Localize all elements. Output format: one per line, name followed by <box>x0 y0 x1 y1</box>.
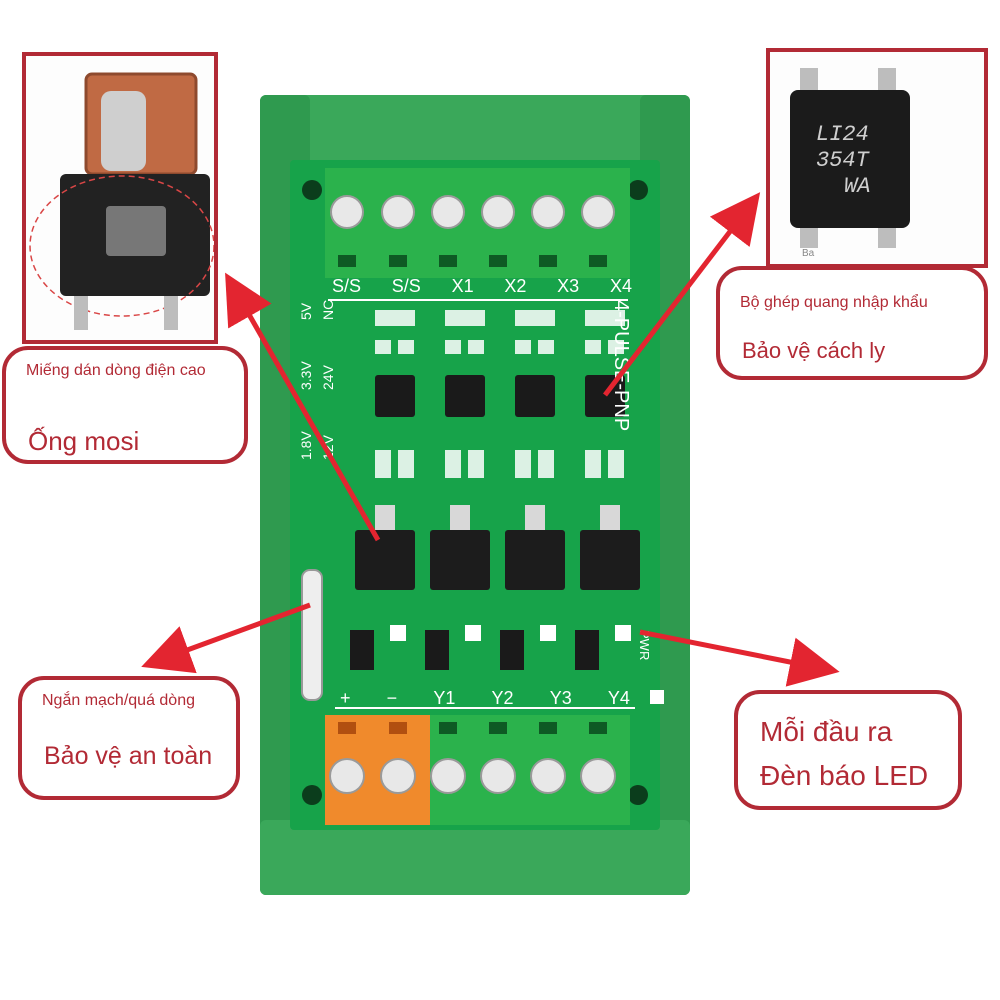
input-label-x1: X1 <box>451 276 474 296</box>
input-labels: S/S S/S X1 X2 X3 X4 <box>332 276 632 300</box>
callout-optocoupler-subtitle: Bộ ghép quang nhập khẩu <box>740 294 928 311</box>
output-labels: + − Y1 Y2 Y3 Y4 <box>340 688 630 712</box>
mosfet-illustration <box>29 72 214 330</box>
arrow-optocoupler <box>603 192 761 397</box>
callout-led: Mỗi đầu ra Đèn báo LED <box>734 690 962 810</box>
arrow-led <box>639 629 840 687</box>
input-label-x4: X4 <box>609 276 632 296</box>
callout-fuse: Ngắn mạch/quá dòng Bảo vệ an toàn <box>18 676 240 800</box>
input-label-x2: X2 <box>504 276 527 296</box>
callout-optocoupler-title: Bảo vệ cách ly <box>742 338 886 363</box>
output-label-y2: Y2 <box>491 688 514 708</box>
callout-fuse-subtitle: Ngắn mạch/quá dòng <box>42 692 195 709</box>
output-label-y3: Y3 <box>549 688 572 708</box>
output-label-plus: + <box>340 688 351 708</box>
product-photo: S/S S/S X1 X2 X3 X4 + − Y1 Y2 Y3 Y4 5V N… <box>240 90 710 900</box>
arrow-mosfet <box>225 272 381 542</box>
mosfet-photo <box>22 52 218 344</box>
output-label-minus: − <box>386 688 398 708</box>
input-label-ss2: S/S <box>391 276 421 296</box>
callout-optocoupler: Bộ ghép quang nhập khẩu Bảo vệ cách ly <box>716 266 988 380</box>
callout-mosfet: Miếng dán dòng điện cao Ống mosi <box>2 346 248 464</box>
chip-small-text: Ba <box>802 248 815 259</box>
output-label-y1: Y1 <box>433 688 456 708</box>
chip-photo: LI24 354T WA Ba <box>766 48 988 268</box>
input-label-ss1: S/S <box>332 276 362 296</box>
chip-line2: 354T <box>816 148 869 173</box>
chip-illustration <box>790 68 910 248</box>
callout-led-line2: Đèn báo LED <box>760 760 929 791</box>
callout-mosfet-subtitle: Miếng dán dòng điện cao <box>26 362 206 379</box>
arrow-fuse <box>141 602 311 674</box>
callout-led-line1: Mỗi đầu ra <box>760 716 893 747</box>
callout-fuse-title: Bảo vệ an toàn <box>44 742 213 770</box>
board-illustration <box>260 95 690 895</box>
input-label-x3: X3 <box>557 276 580 296</box>
chip-line1: LI24 <box>816 122 869 147</box>
output-label-y4: Y4 <box>607 688 630 708</box>
callout-mosfet-title: Ống mosi <box>28 426 140 456</box>
chip-line3: WA <box>844 174 871 199</box>
chip-marking: LI24 354T WA <box>816 122 870 200</box>
